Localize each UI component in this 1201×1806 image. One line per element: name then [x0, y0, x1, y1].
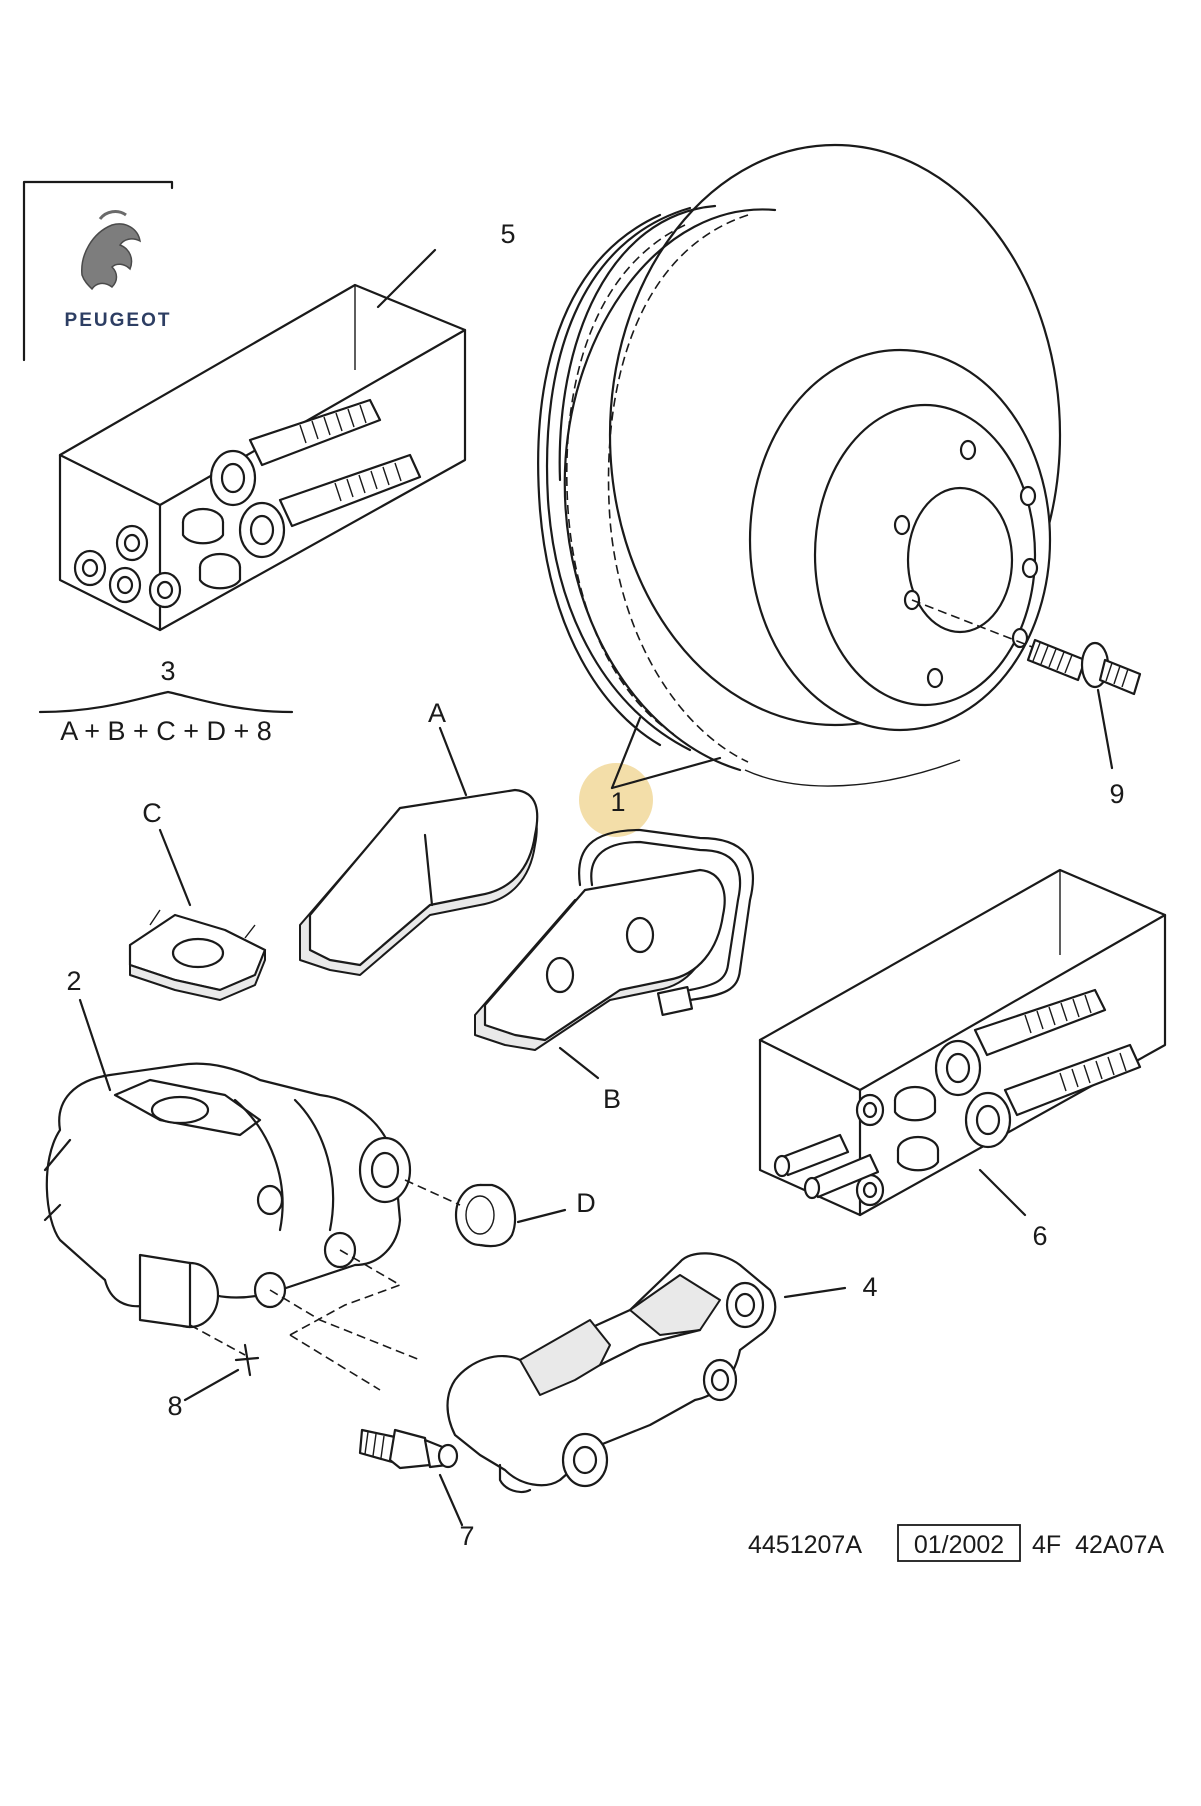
- brake-disc: [537, 143, 1062, 787]
- callout-7: 7: [459, 1521, 474, 1551]
- kit-label-3: 3 A + B + C + D + 8: [38, 656, 294, 746]
- callout-5: 5: [500, 219, 515, 249]
- callout-6: 6: [1032, 1221, 1047, 1251]
- callout-A: A: [428, 698, 446, 728]
- guide-bolt: [209, 398, 382, 507]
- guide-bolt: [964, 1043, 1142, 1149]
- piston-dust-cap: [454, 1183, 517, 1248]
- lion-icon: [81, 210, 141, 291]
- kit-formula: A + B + C + D + 8: [60, 716, 272, 746]
- callout-1: 1: [610, 787, 625, 817]
- guide-bolt: [238, 453, 422, 559]
- anti-rattle-clip: [128, 909, 267, 1001]
- callout-8: 8: [167, 1391, 182, 1421]
- callout-3: 3: [160, 656, 175, 686]
- hardware-kit-box-5: [58, 283, 467, 632]
- callout-9: 9: [1109, 779, 1124, 809]
- wheel-stud: [1026, 638, 1142, 696]
- guide-bolt: [934, 988, 1107, 1097]
- callout-2: 2: [66, 966, 81, 996]
- hardware-kit-box-6: [758, 868, 1167, 1217]
- brake-caliper: [43, 1062, 412, 1329]
- footer-date: 01/2002: [914, 1531, 1004, 1559]
- footer-reference: 4451207A 01/2002 4F 42A07A: [748, 1524, 1164, 1562]
- callout-C: C: [142, 798, 162, 828]
- footer-code: 4F 42A07A: [1032, 1531, 1164, 1559]
- caliper-carrier: [446, 1252, 777, 1494]
- brake-pad-a: [299, 788, 539, 976]
- footer-date-box: [897, 1524, 1021, 1562]
- callout-4: 4: [862, 1272, 877, 1302]
- brand-logo: PEUGEOT: [22, 180, 174, 362]
- bleed-nipple: [358, 1428, 459, 1470]
- footer-ref: 4451207A: [748, 1531, 862, 1559]
- bleed-screw-cap: [234, 1343, 260, 1377]
- callout-B: B: [603, 1084, 621, 1114]
- brand-name: PEUGEOT: [65, 310, 172, 331]
- sensor-connector: [656, 986, 694, 1016]
- brake-pad-b: [474, 868, 726, 1051]
- wear-sensor-wire: [578, 828, 755, 1016]
- callout-D: D: [576, 1188, 596, 1218]
